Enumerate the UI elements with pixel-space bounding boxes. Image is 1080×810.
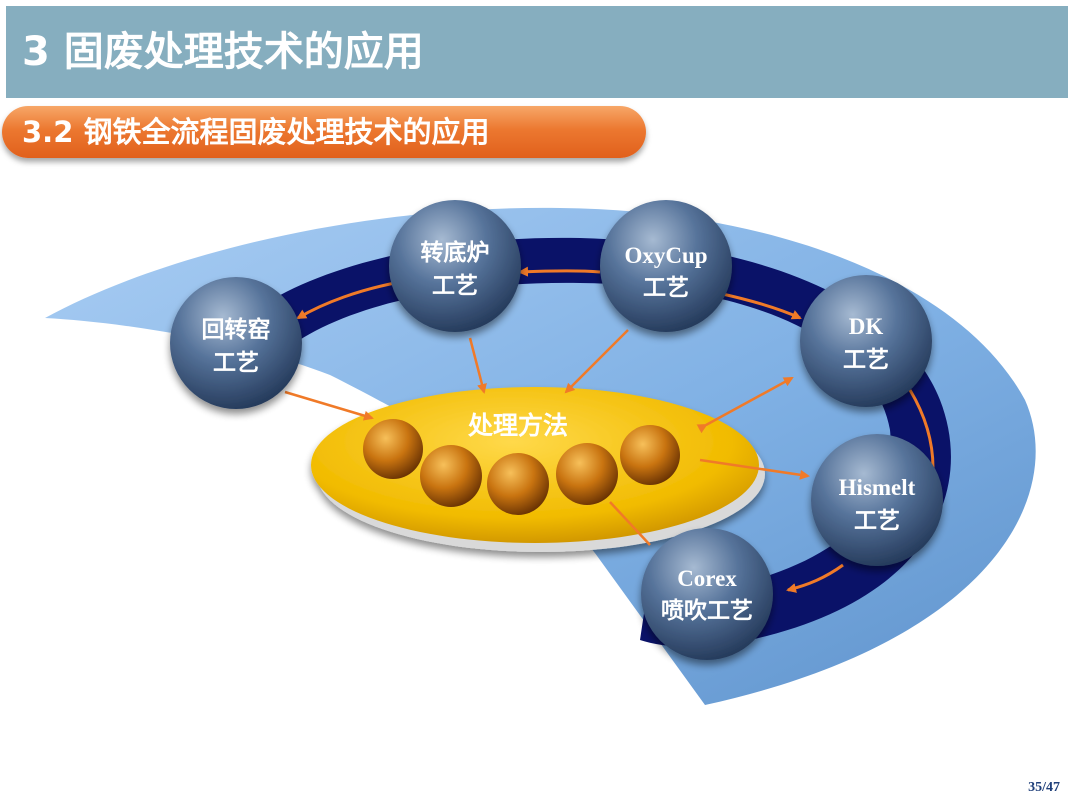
page-title: 3 固废处理技术的应用 bbox=[22, 29, 424, 75]
ring-arrow bbox=[296, 281, 396, 320]
link-arrow bbox=[609, 501, 651, 546]
hismelt-line2: 工艺 bbox=[854, 508, 900, 534]
sphere-corex bbox=[641, 528, 773, 660]
title-bar: 3 固废处理技术的应用 bbox=[6, 6, 1068, 98]
sphere-hismelt bbox=[811, 434, 943, 566]
page-number: 35/47 bbox=[1028, 780, 1060, 795]
center-label: 处理方法 bbox=[467, 411, 568, 440]
ring-arrow bbox=[518, 266, 601, 277]
link-arrows bbox=[284, 329, 810, 546]
converter-line1: 转底炉 bbox=[421, 239, 490, 266]
dk-line2: 工艺 bbox=[843, 347, 889, 373]
sphere-dk bbox=[800, 275, 932, 407]
method-ball bbox=[420, 445, 482, 507]
oxycup-line2: 工艺 bbox=[643, 275, 689, 301]
dk-line1: DK bbox=[849, 314, 884, 339]
hismelt-line1: Hismelt bbox=[839, 475, 916, 500]
method-ball bbox=[620, 425, 680, 485]
link-arrow bbox=[468, 337, 487, 394]
method-ball bbox=[556, 443, 618, 505]
sphere-oxycup bbox=[600, 200, 732, 332]
converter-line2: 工艺 bbox=[432, 273, 478, 299]
section-banner: 3.2 钢铁全流程固废处理技术的应用 bbox=[2, 106, 646, 158]
ring-arrows bbox=[296, 266, 935, 593]
corex-line1: Corex bbox=[677, 566, 737, 591]
link-arrow bbox=[564, 329, 629, 394]
method-balls bbox=[363, 419, 680, 515]
link-arrow bbox=[284, 390, 374, 421]
ring-arrow bbox=[908, 389, 935, 469]
sphere-converter bbox=[389, 200, 521, 332]
link-arrow bbox=[696, 376, 794, 434]
rotary-kiln-line2: 工艺 bbox=[213, 350, 259, 376]
method-ball bbox=[487, 453, 549, 515]
oxycup-line1: OxyCup bbox=[624, 243, 707, 268]
ring-arrow bbox=[717, 291, 802, 320]
ring-arrow bbox=[786, 563, 844, 593]
method-ball bbox=[363, 419, 423, 479]
section-title: 3.2 钢铁全流程固废处理技术的应用 bbox=[22, 115, 490, 149]
rotary-kiln-line1: 回转窑 bbox=[202, 316, 271, 343]
link-arrow bbox=[699, 458, 810, 480]
corex-line2: 喷吹工艺 bbox=[661, 598, 753, 624]
sphere-rotary-kiln bbox=[170, 277, 302, 409]
